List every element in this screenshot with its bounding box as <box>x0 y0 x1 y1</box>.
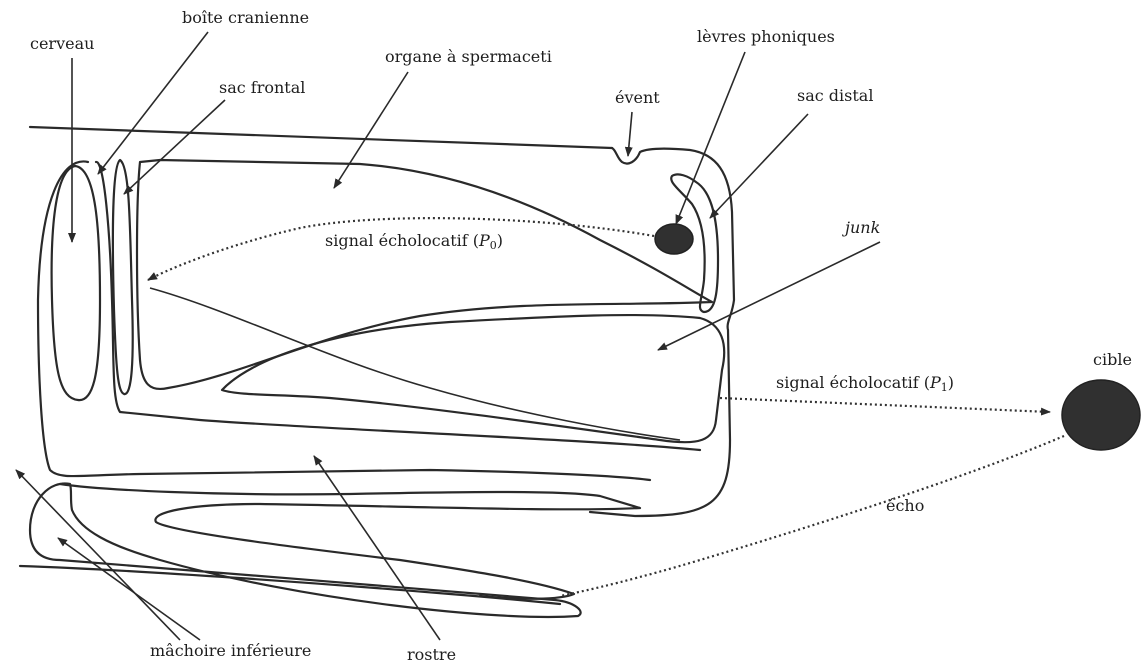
label-rostre: rostre <box>407 647 456 663</box>
pointer-organe-spermaceti <box>334 72 408 188</box>
junk-outline <box>222 315 724 442</box>
label-junk: junk <box>845 220 880 236</box>
signal-p0-symbol: P <box>479 231 490 250</box>
pointer-event <box>628 112 632 156</box>
label-levres-phoniques: lèvres phoniques <box>697 29 835 45</box>
signal-p1-sub: 1 <box>941 381 948 394</box>
pointer-rostre <box>314 456 440 640</box>
label-machoire-inferieure: mâchoire inférieure <box>150 643 311 659</box>
rostrum-outline <box>60 484 640 599</box>
reflection-line <box>150 288 680 440</box>
label-echo: écho <box>886 498 924 514</box>
signal-p0-close: ) <box>497 231 503 250</box>
pointer-sac-frontal <box>124 100 225 194</box>
label-cerveau: cerveau <box>30 36 94 52</box>
brain-outline <box>52 166 100 400</box>
target-blob <box>1062 380 1140 450</box>
frontal-sac-outline <box>113 160 133 394</box>
pointer-junk <box>658 242 880 350</box>
pointer-boite-cranienne <box>98 32 208 174</box>
phonic-lips-blob <box>655 224 693 254</box>
spermaceti-organ-outline <box>137 160 712 389</box>
pointer-levres-phoniques <box>676 52 745 224</box>
label-event: évent <box>615 90 660 106</box>
signal-p1-close: ) <box>948 373 954 392</box>
signal-p0-text: signal écholocatif ( <box>325 231 479 250</box>
signal-p0-sub: 0 <box>490 239 497 252</box>
label-signal-p1: signal écholocatif (P1) <box>776 375 954 393</box>
pointer-sac-distal <box>710 114 808 218</box>
signal-p1-text: signal écholocatif ( <box>776 373 930 392</box>
label-cible: cible <box>1093 352 1132 368</box>
label-organe-spermaceti: organe à spermaceti <box>385 49 552 65</box>
label-signal-p0: signal écholocatif (P0) <box>325 233 503 251</box>
signal-p1-path <box>720 398 1050 412</box>
label-boite-cranienne: boîte cranienne <box>182 10 309 26</box>
label-sac-frontal: sac frontal <box>219 80 305 96</box>
pointer-machoire <box>58 538 200 640</box>
head-top-line <box>30 127 612 148</box>
head-outer-outline <box>590 148 734 516</box>
signal-p1-symbol: P <box>930 373 941 392</box>
label-sac-distal: sac distal <box>797 88 873 104</box>
